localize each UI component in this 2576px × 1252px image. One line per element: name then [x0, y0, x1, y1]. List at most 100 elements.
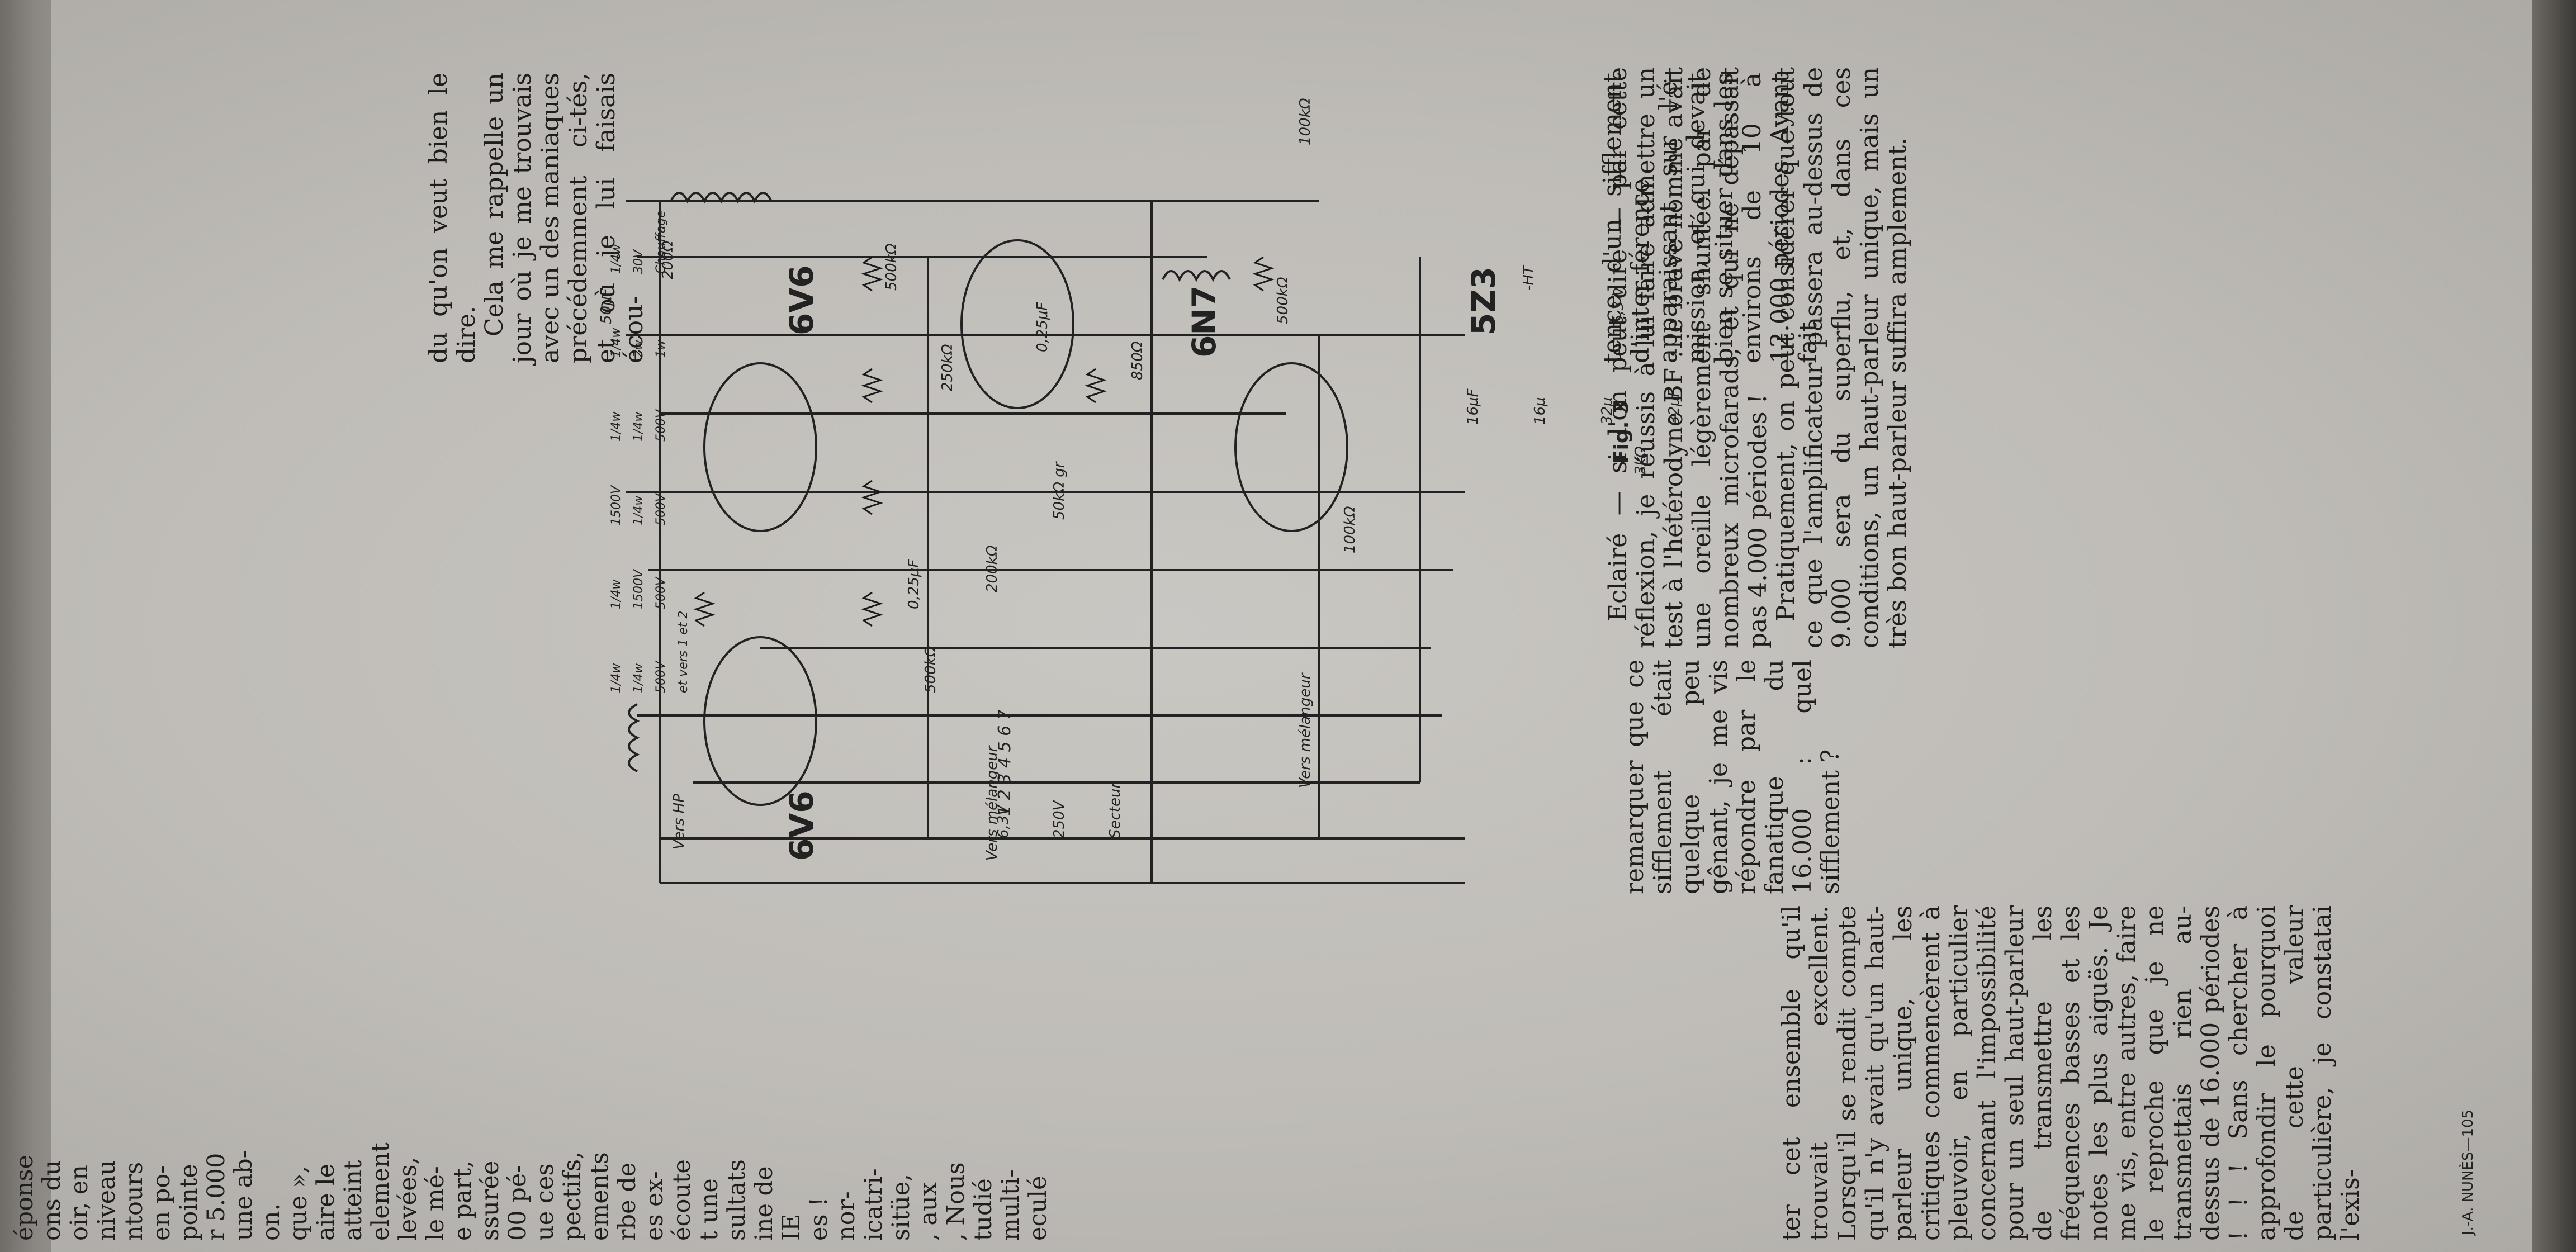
label-r250k: 250kΩ: [939, 344, 956, 391]
far-left-fragment: es !: [805, 1197, 833, 1241]
bottom-left-para: ter cet ensemble qu'il trouvait excellen…: [1777, 905, 2365, 1241]
bottom-mid-para: remarquer que ce sifflement était quelqu…: [1621, 660, 1845, 894]
coil-mains-primary: [670, 192, 773, 204]
far-left-fragment: on.: [257, 1203, 285, 1241]
far-left-fragment: multi-: [997, 1169, 1025, 1241]
label-r200-w: 2w: [632, 340, 646, 358]
label-vers-melangeur-1: Vers mélangeur: [984, 746, 1001, 861]
page-paper: [51, 0, 2534, 1252]
far-left-fragment: ue ces: [531, 1163, 559, 1241]
resistor-2: [861, 591, 883, 627]
label-vers-melangeur-2: Vers mélangeur: [1297, 673, 1314, 788]
label-r850: 850Ω: [1129, 341, 1146, 381]
far-left-fragment: ssurée: [476, 1160, 504, 1241]
far-left-fragment: rbe de: [613, 1162, 641, 1241]
label-r100k-1: 100kΩ: [1297, 98, 1314, 145]
label-vers-hp: Vers HP: [671, 794, 688, 850]
label-c32-2: 32μF: [1666, 388, 1683, 425]
label-c16-2: 16μ: [1532, 397, 1549, 425]
bottom-right-text: Eclairé — si l'on peut dire — par cette …: [1604, 67, 1912, 648]
far-left-fragment: , aux: [915, 1182, 943, 1241]
far-left-fragment: oir, en: [65, 1165, 93, 1241]
far-left-fragment: ons du: [38, 1160, 66, 1241]
bottom-right-para-1: Eclairé — si l'on peut dire — par cette …: [1604, 67, 1772, 648]
label-r500k-1: 500kΩ: [883, 243, 900, 291]
far-left-fragment: eculé: [1024, 1175, 1052, 1241]
resistor-3: [861, 480, 883, 515]
far-left-fragment: IE: [778, 1213, 806, 1241]
far-left-fragment: e part,: [449, 1160, 477, 1241]
far-left-fragment: sitüe,: [887, 1174, 915, 1241]
far-left-fragment: ements: [586, 1152, 614, 1241]
far-left-fragment: pectifs,: [558, 1151, 586, 1241]
tube-6v6-bottom: [703, 636, 817, 806]
label-r850-w: 1/4w: [609, 411, 623, 442]
label-r500k-3w: 1/4w: [632, 495, 646, 525]
far-left-fragment: éponse: [11, 1154, 39, 1241]
label-c32-1v: 500V: [654, 493, 668, 525]
far-left-fragment: tudié: [969, 1178, 997, 1241]
resistor-6: [1085, 368, 1107, 404]
resistor-7: [1252, 256, 1275, 292]
label-c025-1v: 1500V: [609, 485, 623, 525]
far-left-fragment: écoute: [668, 1159, 696, 1241]
label-r250k-w: 1/4w: [609, 579, 623, 609]
far-left-fragment: nor-: [832, 1191, 860, 1241]
far-left-fragment: element: [367, 1142, 395, 1241]
label-c32-1: 32μ: [1599, 397, 1616, 425]
label-c50v: 30V: [632, 249, 646, 274]
bottom-right-para-2: Pratiquement, on peut considérer que tou…: [1772, 67, 1912, 648]
far-left-fragment: niveau: [93, 1160, 121, 1241]
far-left-fragment: , Nous: [942, 1162, 970, 1241]
far-left-fragment: ntours: [120, 1161, 148, 1241]
far-left-fragment: t une: [695, 1178, 723, 1241]
label-tube-6v6-bottom: 6V6: [783, 790, 821, 861]
far-left-fragment: en po-: [148, 1165, 176, 1241]
label-c025-1: 0,25μF: [1034, 302, 1051, 352]
tube-5z3: [1234, 362, 1348, 532]
far-left-fragment: une ab-: [230, 1150, 258, 1241]
resistor-1: [693, 591, 716, 627]
label-r200k: 200kΩ: [984, 545, 1001, 592]
far-left-fragment: aire le: [312, 1163, 340, 1241]
label-tube-6n7: 6N7: [1185, 285, 1223, 358]
coil-filter: [1162, 270, 1231, 282]
far-left-fragment: atteint: [339, 1160, 367, 1241]
label-r500k-1w: 1/4w: [609, 663, 623, 693]
label-r500k-2w: 1/4w: [609, 328, 623, 358]
label-ht: -HT: [1521, 265, 1537, 291]
coil-output: [628, 703, 640, 772]
bottom-left-text: ter cet ensemble qu'il trouvait excellen…: [1777, 905, 2365, 1241]
label-c50: 50μF: [598, 288, 615, 324]
label-secteur: Secteur: [1107, 782, 1124, 838]
label-c025-2v: 1500V: [632, 569, 646, 609]
far-left-fragment: 00 pé-: [504, 1165, 532, 1241]
far-left-fragment: ine de: [750, 1166, 778, 1241]
label-c025-2: 0,25μF: [906, 559, 922, 609]
label-r50kgr: 50kΩ gr: [1051, 462, 1068, 520]
far-left-fragment: icatri-: [860, 1168, 888, 1241]
label-r3k-w: 1w: [654, 340, 668, 358]
label-r100k-1w: 1/4w: [609, 244, 623, 274]
label-heat2: Chauffage: [654, 210, 668, 274]
label-r500k-2: 500kΩ: [1275, 277, 1291, 324]
label-r200k-w: 1/4w: [632, 663, 646, 693]
label-tube-6v6-top: 6V6: [783, 265, 821, 335]
page-edge: [2532, 0, 2576, 1252]
far-left-fragment: le mé-: [422, 1166, 449, 1241]
bottom-mid-text: remarquer que ce sifflement était quelqu…: [1621, 660, 1845, 894]
tube-6v6-top: [703, 362, 817, 532]
resistor-4: [861, 368, 883, 404]
amplifier-schematic: [626, 192, 1465, 884]
label-c16-1: 16μF: [1465, 388, 1481, 425]
label-c16-2v: 500V: [654, 577, 668, 609]
label-heat3: et vers 1 et 2: [676, 610, 690, 693]
label-tube-5z3: 5Z3: [1465, 267, 1503, 335]
label-r3k: 3kΩ: [1632, 446, 1649, 475]
far-left-fragment: pointe: [175, 1164, 203, 1241]
label-heat: 6,3 V: [1610, 286, 1627, 324]
resistor-5: [861, 256, 883, 292]
label-c32-2v: 500V: [654, 409, 668, 442]
